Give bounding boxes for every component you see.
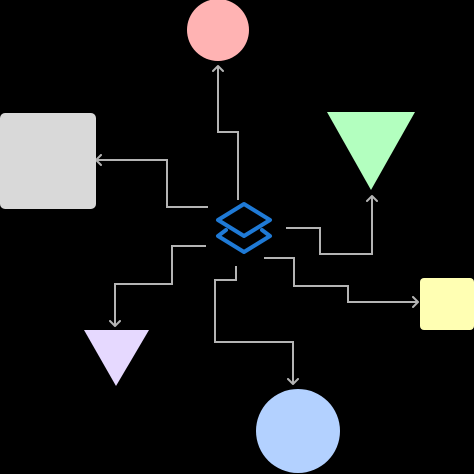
connector-to-left-triangle	[109, 245, 206, 327]
connector-to-top-circle	[212, 65, 239, 200]
node-left-square	[0, 113, 96, 209]
connector-to-right-triangle	[286, 195, 378, 255]
node-right-triangle	[327, 112, 415, 190]
connectors	[95, 65, 419, 385]
connector-to-bottom-circle	[214, 266, 299, 385]
node-bottom-circle	[256, 389, 340, 473]
node-top-circle	[187, 0, 249, 61]
node-right-square	[420, 278, 474, 330]
connector-to-right-square	[264, 257, 419, 308]
layers-stack-icon	[216, 202, 272, 254]
node-left-triangle	[84, 330, 149, 386]
connector-to-left-square	[95, 154, 208, 208]
